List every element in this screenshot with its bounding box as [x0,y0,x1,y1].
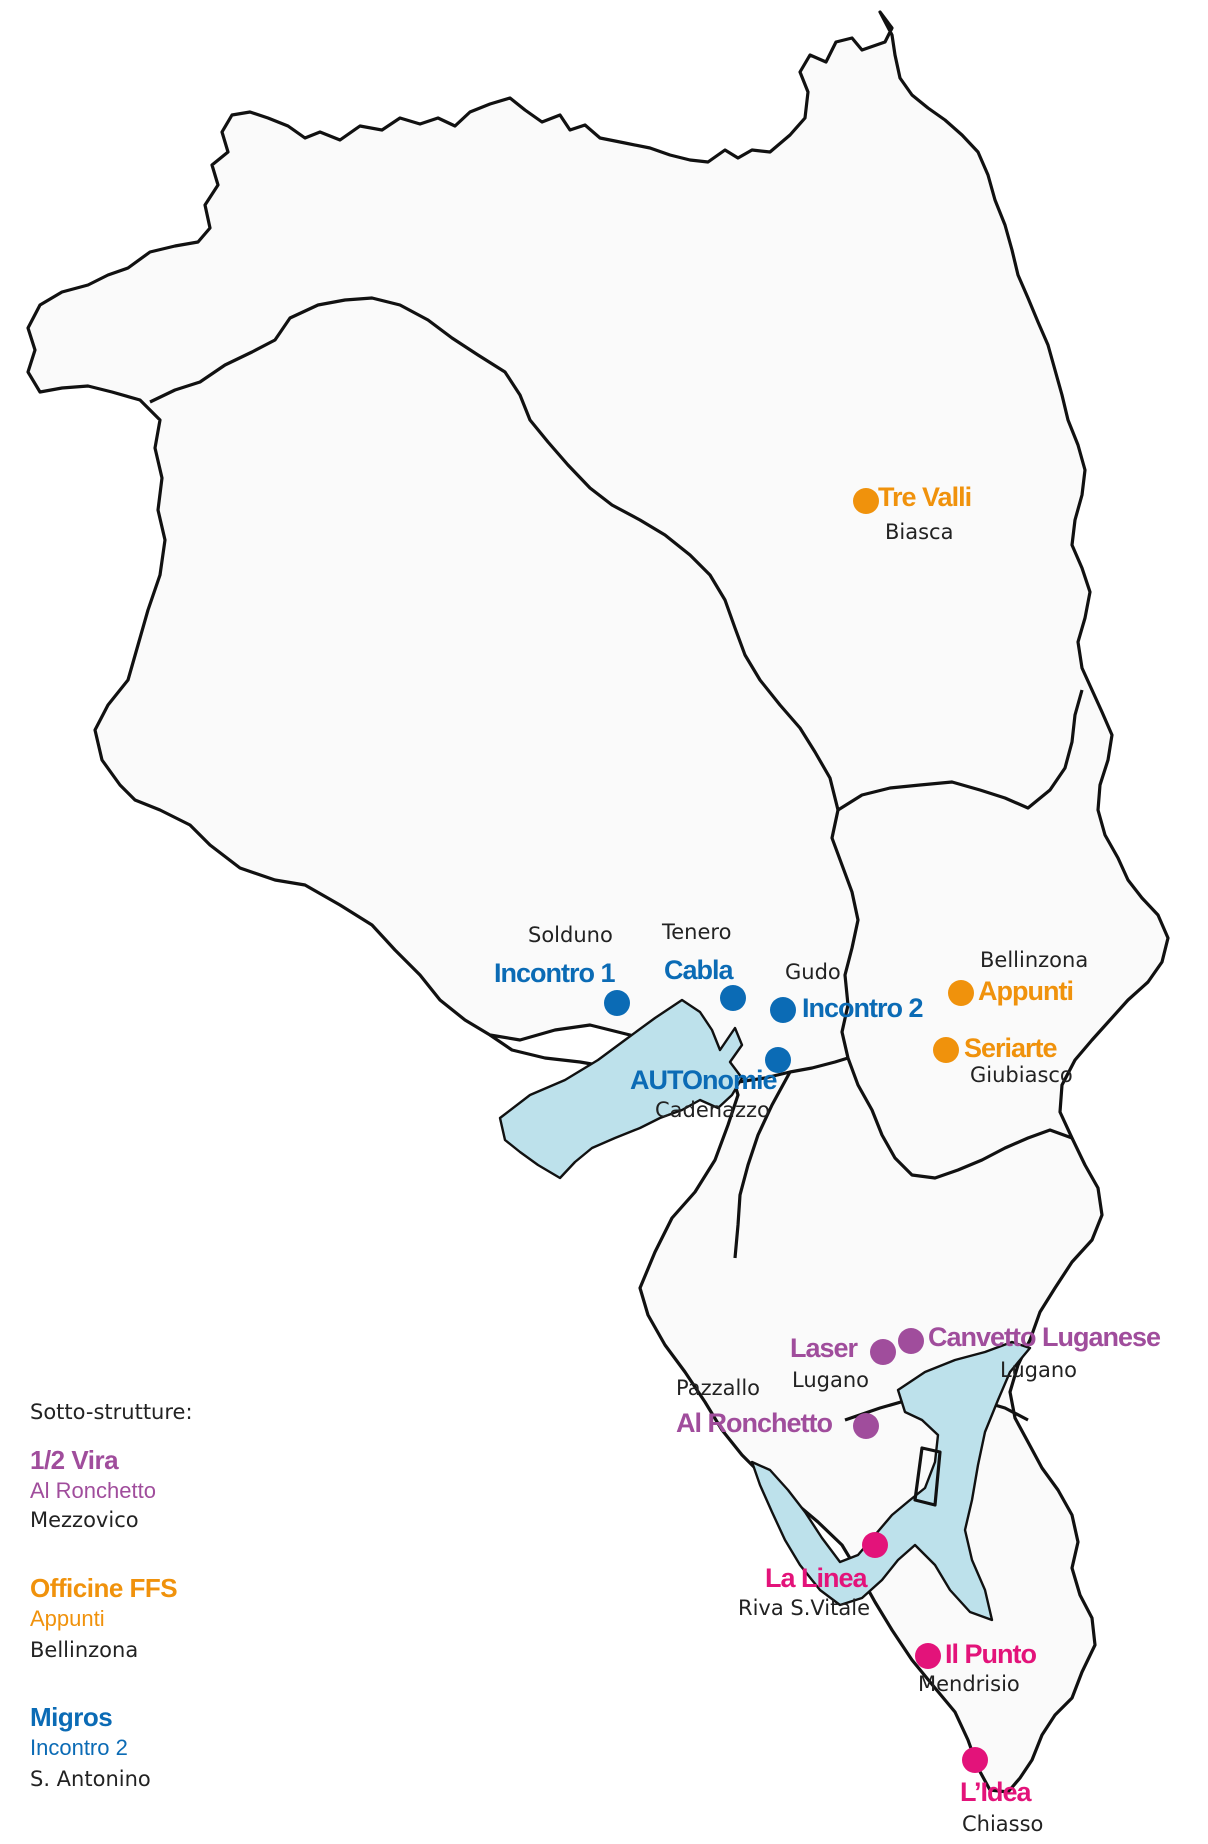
legend-heading-vira: 1/2 Vira [30,1445,119,1475]
marker-place-tre-valli: Biasca [885,520,954,544]
legend-place-mezzovico: Mezzovico [30,1508,139,1532]
legend-heading-migros: Migros [30,1702,113,1732]
campione-enclave [913,1446,942,1507]
marker-name-al-ronchetto[interactable]: Al Ronchetto [676,1408,833,1438]
marker-dot-l-idea[interactable] [962,1747,988,1773]
legend-sub-al-ronchetto: Al Ronchetto [30,1478,156,1503]
marker-name-l-idea[interactable]: L’Idea [960,1777,1032,1807]
legend-sub-appunti: Appunti [30,1606,105,1631]
marker-dot-al-ronchetto[interactable] [853,1413,879,1439]
marker-dot-cabla[interactable] [720,985,746,1011]
marker-dot-la-linea[interactable] [862,1532,888,1558]
marker-dot-autonomie[interactable] [765,1047,791,1073]
marker-place-incontro-1: Solduno [528,923,613,947]
marker-dot-seriarte[interactable] [933,1037,959,1063]
marker-place-seriarte: Giubiasco [970,1063,1073,1087]
border-bellinzona-west [830,809,1073,1180]
marker-place-al-ronchetto: Pazzallo [676,1376,761,1400]
marker-name-cabla[interactable]: Cabla [664,955,734,985]
lago-di-lugano [750,1340,1032,1622]
marker-place-autonomie: Cadenazzo [655,1098,770,1122]
marker-dot-canvetto-luganese[interactable] [898,1328,924,1354]
legend-place-bellinzona: Bellinzona [30,1638,139,1662]
marker-name-il-punto[interactable]: Il Punto [945,1639,1037,1669]
legend-title: Sotto-strutture: [30,1400,193,1424]
marker-place-cabla: Tenero [662,920,732,944]
marker-dot-laser[interactable] [870,1339,896,1365]
marker-name-canvetto-luganese[interactable]: Canvetto Luganese [928,1322,1161,1352]
marker-dot-incontro-2[interactable] [770,997,796,1023]
border-lugano-gap [733,1071,792,1259]
marker-name-tre-valli[interactable]: Tre Valli [878,482,972,512]
marker-place-l-idea: Chiasso [962,1812,1044,1836]
marker-name-incontro-1[interactable]: Incontro 1 [494,958,616,988]
marker-name-la-linea[interactable]: La Linea [765,1563,868,1593]
marker-dot-appunti[interactable] [948,980,974,1006]
marker-place-la-linea: Riva S.Vitale [738,1596,870,1620]
marker-name-appunti[interactable]: Appunti [978,976,1074,1006]
marker-place-canvetto-luganese: Lugano [1000,1358,1077,1382]
lago-maggiore [498,998,744,1180]
marker-place-laser: Lugano [792,1368,869,1392]
legend-sub-incontro-2: Incontro 2 [30,1735,128,1760]
marker-name-seriarte[interactable]: Seriarte [964,1033,1058,1063]
legend-heading-officine-ffs: Officine FFS [30,1573,178,1603]
border-leventina-locarno [149,296,840,811]
legend-place-s-antonino: S. Antonino [30,1767,151,1791]
marker-place-incontro-2: Gudo [785,960,841,984]
legend: Sotto-strutture: 1/2 Vira Al Ronchetto M… [30,1400,330,1820]
marker-dot-incontro-1[interactable] [604,990,630,1016]
marker-place-il-punto: Mendrisio [918,1672,1020,1696]
marker-place-appunti: Bellinzona [980,948,1089,972]
marker-dot-il-punto[interactable] [915,1643,941,1669]
border-bellinzona-north [837,689,1084,812]
marker-name-incontro-2[interactable]: Incontro 2 [802,993,924,1023]
marker-name-laser[interactable]: Laser [790,1333,858,1363]
marker-name-autonomie[interactable]: AUTOnomie [630,1065,778,1095]
marker-dot-tre-valli[interactable] [853,488,879,514]
